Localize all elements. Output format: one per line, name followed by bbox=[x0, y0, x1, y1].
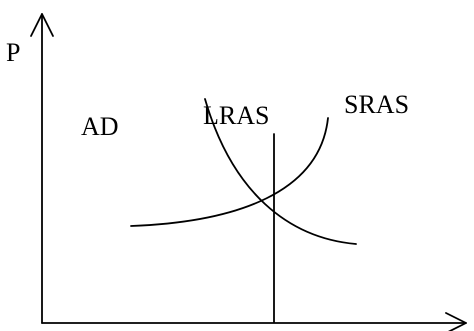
y-axis-arrow bbox=[30, 13, 54, 37]
lras-label: LRAS bbox=[203, 101, 269, 130]
ad-label: AD bbox=[81, 112, 119, 141]
sras-label: SRAS bbox=[344, 90, 409, 119]
ad-curve bbox=[204, 98, 357, 245]
sras-curve bbox=[130, 117, 329, 227]
x-axis-arrow bbox=[445, 312, 467, 331]
y-axis-label: P bbox=[6, 38, 20, 67]
